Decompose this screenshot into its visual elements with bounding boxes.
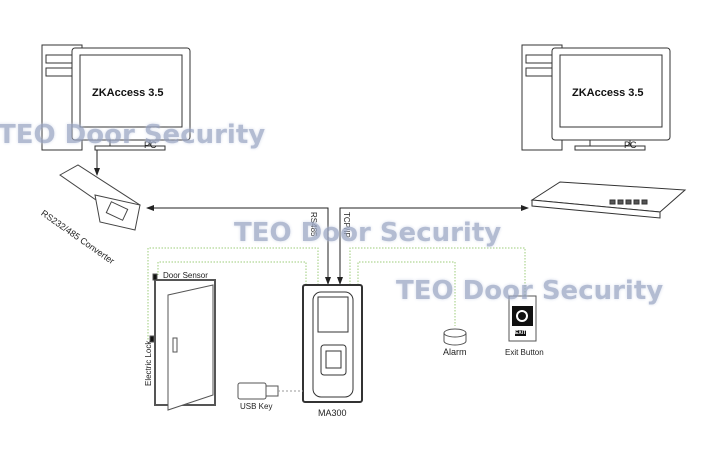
left-pc-label: PC — [144, 140, 157, 150]
right-pc-screen-text: ZKAccess 3.5 — [572, 87, 644, 99]
alarm-icon — [443, 328, 467, 346]
signal-wires — [147, 247, 526, 340]
converter-icon — [59, 164, 141, 231]
electric-lock-label: Electric Lock — [144, 340, 153, 386]
exit-button-icon — [508, 295, 537, 342]
left-pc-icon — [41, 44, 191, 151]
exit-button-label: Exit Button — [505, 348, 544, 357]
ma300-device-icon — [302, 284, 363, 403]
network-switch-icon — [530, 181, 687, 219]
watermark: TEO Door Security — [0, 120, 266, 150]
usb-key-label: USB Key — [240, 402, 273, 411]
watermark: TEO Door Security — [234, 218, 502, 248]
left-pc-screen-text: ZKAccess 3.5 — [92, 87, 164, 99]
exit-badge: EXIT — [515, 330, 527, 336]
right-pc-label: PC — [624, 140, 637, 150]
watermark: TEO Door Security — [396, 276, 664, 306]
alarm-label: Alarm — [443, 347, 467, 357]
device-label: MA300 — [318, 408, 347, 418]
door-sensor-label: Door Sensor — [163, 271, 208, 280]
usb-key-icon — [237, 382, 303, 400]
door-icon — [149, 273, 216, 411]
right-pc-icon — [521, 44, 671, 151]
connection-lines — [94, 150, 529, 285]
